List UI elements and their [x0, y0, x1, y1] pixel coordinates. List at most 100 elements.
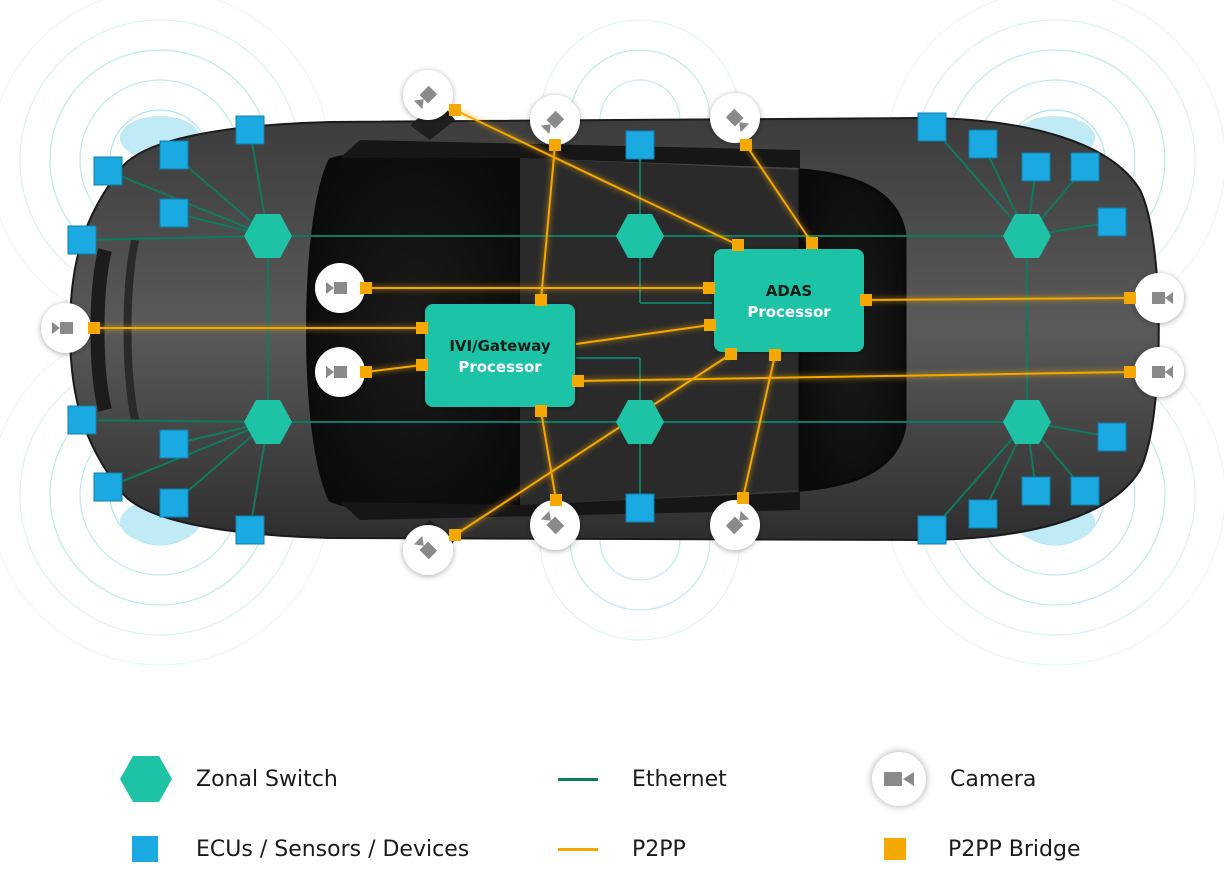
adas-label-line1: ADAS: [766, 282, 812, 300]
legend-p2pp: P2PP: [558, 824, 686, 874]
adas-processor[interactable]: ADAS Processor: [714, 249, 864, 352]
ecu-device[interactable]: [1070, 152, 1100, 182]
ivi-gateway-processor[interactable]: IVI/Gateway Processor: [425, 304, 575, 407]
p2pp-bridge[interactable]: [769, 349, 781, 361]
camera-node[interactable]: [710, 93, 760, 143]
ecu-devices: [67, 112, 1127, 545]
cameras: [41, 70, 1184, 575]
ecu-device[interactable]: [159, 198, 189, 228]
camera-node[interactable]: [710, 500, 760, 550]
ecu-device[interactable]: [968, 499, 998, 529]
ecu-device[interactable]: [235, 515, 265, 545]
ecu-device[interactable]: [93, 156, 123, 186]
legend-zonal-switch-label: Zonal Switch: [196, 766, 338, 792]
video-camera-icon: [326, 282, 347, 294]
legend: Zonal Switch ECUs / Sensors / Devices Et…: [0, 730, 1224, 864]
camera-node[interactable]: [1134, 273, 1184, 323]
ecu-device[interactable]: [917, 112, 947, 142]
legend-p2pp-label: P2PP: [632, 836, 686, 862]
p2pp-bridge[interactable]: [449, 529, 461, 541]
ivi-label-line2: Processor: [458, 358, 542, 376]
ecu-device[interactable]: [968, 129, 998, 159]
camera-node[interactable]: [530, 500, 580, 550]
p2pp-bridge[interactable]: [360, 366, 372, 378]
video-camera-icon: [1152, 292, 1173, 304]
video-camera-icon: [540, 510, 565, 535]
legend-zonal-switch: Zonal Switch: [120, 754, 338, 804]
video-camera-icon: [326, 366, 347, 378]
car-network-diagram: IVI/Gateway Processor ADAS Processor: [0, 0, 1224, 666]
p2pp-bridge[interactable]: [549, 139, 561, 151]
ecu-device[interactable]: [917, 515, 947, 545]
zonal-switch-rear-right[interactable]: [1003, 400, 1051, 444]
p2pp-bridge[interactable]: [416, 359, 428, 371]
camera-node[interactable]: [403, 70, 453, 120]
video-camera-icon: [52, 322, 73, 334]
p2pp-bridge[interactable]: [740, 139, 752, 151]
p2pp-bridge[interactable]: [535, 294, 547, 306]
ecu-device[interactable]: [1097, 422, 1127, 452]
p2pp-bridge[interactable]: [1124, 292, 1136, 304]
ecu-device[interactable]: [159, 140, 189, 170]
square-icon: [884, 838, 906, 860]
p2pp-bridge[interactable]: [860, 294, 872, 306]
ecu-device[interactable]: [1097, 207, 1127, 237]
video-camera-icon: [540, 110, 565, 135]
p2pp-bridge[interactable]: [725, 348, 737, 360]
p2pp-bridge[interactable]: [416, 322, 428, 334]
video-camera-icon: [725, 108, 750, 133]
square-icon: [132, 836, 158, 862]
p2pp-bridge[interactable]: [737, 492, 749, 504]
video-camera-icon: [872, 752, 926, 806]
ecu-device[interactable]: [1021, 476, 1051, 506]
camera-node[interactable]: [1134, 347, 1184, 397]
ecu-device[interactable]: [159, 488, 189, 518]
p2pp-bridge[interactable]: [88, 322, 100, 334]
zonal-switch-front-right[interactable]: [1003, 214, 1051, 258]
ecu-device[interactable]: [93, 472, 123, 502]
zonal-switches: [244, 214, 1051, 444]
video-camera-icon: [413, 535, 438, 560]
hexagon-icon: [120, 756, 172, 802]
p2pp-bridge[interactable]: [806, 237, 818, 249]
legend-ethernet-label: Ethernet: [632, 766, 727, 792]
p2pp-bridge[interactable]: [360, 282, 372, 294]
p2pp-bridge[interactable]: [535, 405, 547, 417]
camera-node[interactable]: [403, 525, 453, 575]
zonal-switch-rear-left[interactable]: [244, 400, 292, 444]
p2pp-bridge[interactable]: [550, 494, 562, 506]
ecu-device[interactable]: [235, 115, 265, 145]
p2pp-bridge[interactable]: [1124, 366, 1136, 378]
zonal-switch-center-top[interactable]: [616, 214, 664, 258]
camera-node[interactable]: [315, 263, 365, 313]
ecu-device[interactable]: [67, 405, 97, 435]
legend-p2pp-bridge: P2PP Bridge: [872, 824, 1081, 874]
line-icon: [558, 777, 598, 781]
legend-ethernet: Ethernet: [558, 754, 727, 804]
adas-label-line2: Processor: [747, 303, 831, 321]
zonal-switch-center-bottom[interactable]: [616, 400, 664, 444]
ecu-device[interactable]: [1021, 152, 1051, 182]
line-icon: [558, 847, 598, 851]
ecu-device[interactable]: [625, 493, 655, 523]
camera-node[interactable]: [530, 95, 580, 145]
p2pp-bridge[interactable]: [572, 375, 584, 387]
legend-ecus: ECUs / Sensors / Devices: [120, 824, 469, 874]
ecu-device[interactable]: [159, 429, 189, 459]
camera-node[interactable]: [41, 303, 91, 353]
legend-camera-label: Camera: [950, 766, 1037, 792]
p2pp-bridge[interactable]: [703, 282, 715, 294]
p2pp-links: [94, 109, 1131, 536]
legend-ecus-label: ECUs / Sensors / Devices: [196, 836, 470, 862]
p2pp-bridge[interactable]: [704, 319, 716, 331]
video-camera-icon: [725, 510, 750, 535]
legend-p2pp-bridge-label: P2PP Bridge: [948, 836, 1081, 862]
video-camera-icon: [1152, 366, 1173, 378]
ecu-device[interactable]: [625, 130, 655, 160]
p2pp-bridge[interactable]: [732, 239, 744, 251]
p2pp-bridge[interactable]: [449, 104, 461, 116]
ecu-device[interactable]: [67, 225, 97, 255]
ecu-device[interactable]: [1070, 476, 1100, 506]
zonal-switch-front-left[interactable]: [244, 214, 292, 258]
camera-node[interactable]: [315, 347, 365, 397]
